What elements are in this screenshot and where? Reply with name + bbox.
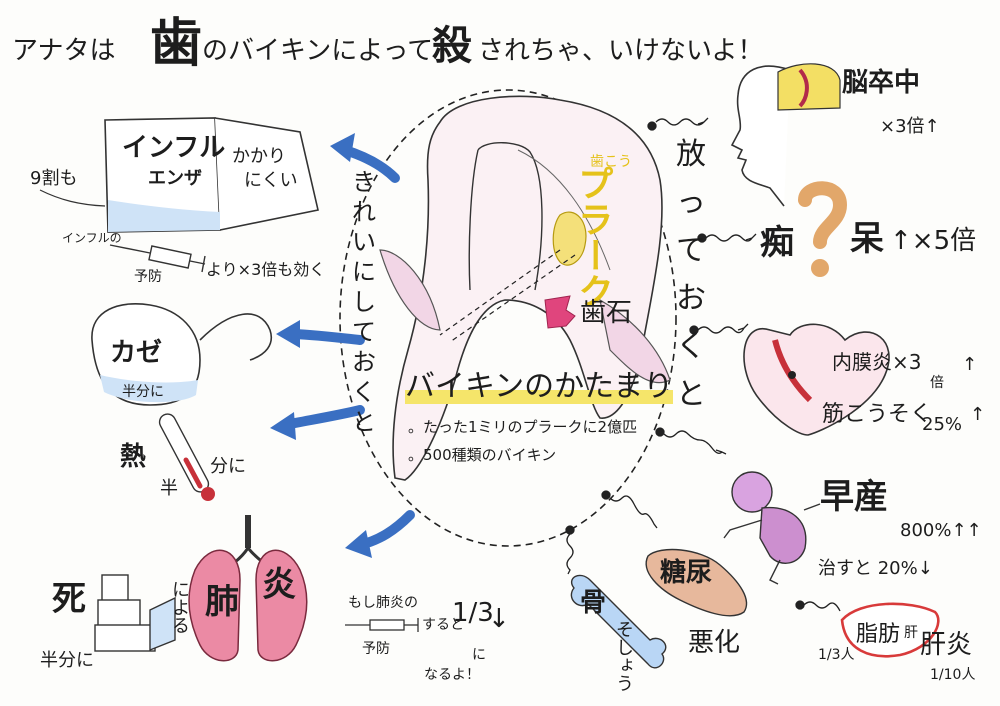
bacteria-label: バイキンのかたまり [405, 372, 673, 402]
rv-char: と [676, 380, 706, 410]
diabetes-worse: 悪化 [688, 630, 740, 656]
stairs-drawing [95, 575, 175, 651]
pneumonia-note-1: もし肺炎の [348, 596, 418, 610]
title-prefix: アナタは [12, 38, 115, 64]
bone-label-2: そしょう [614, 620, 632, 692]
fact-two: 。500種類のバイキン [408, 448, 556, 463]
lv-char: き [352, 170, 376, 194]
lung-left-label: 肺 [205, 585, 239, 619]
lv-char: れ [352, 200, 376, 224]
baby-drawing [724, 472, 820, 584]
rv-char: お [676, 284, 706, 314]
lv-char: い [352, 230, 376, 254]
liver-fat-small: 肝 [904, 626, 918, 640]
fever-half-1: 半 [160, 480, 178, 498]
dementia-label-2: 呆 [850, 222, 884, 256]
rv-char: て [676, 236, 706, 266]
premature-treat: 治すと 20%↓ [818, 560, 933, 578]
fever-half-2: 分に [210, 458, 246, 476]
lv-char: し [352, 290, 376, 314]
syringe-icon [110, 245, 205, 272]
hepatitis-label: 肝炎 [920, 632, 972, 658]
death-half: 半分に [40, 652, 94, 670]
rv-char: 放 [676, 140, 706, 170]
lv-char: お [352, 350, 376, 374]
lv-char: く [352, 380, 376, 404]
heart-line-1b: 倍 [930, 376, 944, 390]
liver-left-ratio: 1/3人 [818, 648, 855, 662]
bone-label-1: 骨 [580, 590, 606, 616]
premature-label: 早産 [820, 480, 888, 514]
liver-fat: 脂肪 [856, 624, 900, 646]
title-suffix: されちゃ、いけないよ！ [478, 38, 763, 64]
pneumonia-note-4: に [472, 648, 486, 662]
lv-char: に [352, 260, 376, 284]
stroke-label: 脳卒中 [842, 70, 920, 96]
right-vertical-phrase: 放 っ て お く と [676, 140, 706, 410]
cold-label: カゼ [110, 340, 162, 366]
influenza-percent: 9割も [30, 170, 77, 188]
syringe-icon-small [345, 618, 418, 632]
title-middle: のバイキンによって [202, 38, 433, 64]
left-vertical-phrase: き れ い に し て お く と [352, 170, 376, 434]
heart-line-1c: ↑ [962, 356, 977, 374]
calculus-label: 歯石 [580, 300, 632, 326]
plaque-label: プラーク [574, 165, 610, 309]
title-kill: 殺 [432, 26, 472, 66]
fact-one: 。たった1ミリのプラークに2億匹 [408, 420, 637, 435]
influenza-side-2: にくい [244, 172, 298, 190]
pneumonia-note-2: 予防 [362, 642, 390, 656]
title-tooth: 歯 [150, 18, 202, 70]
pneumonia-by: による [170, 580, 188, 634]
heart-line-2: 筋こうそく [822, 404, 932, 426]
influenza-vaccine-3: より×3倍も効く [206, 262, 325, 278]
premature-ratio: 800%↑↑ [900, 522, 982, 540]
fever-label: 熱 [120, 444, 146, 470]
influenza-side-1: かかり [232, 148, 286, 166]
pneumonia-down: ↓ [488, 606, 510, 632]
lv-char: て [352, 320, 376, 344]
dementia-ratio: ↑×5倍 [890, 228, 976, 254]
influenza-label-2: エンザ [148, 170, 202, 188]
heart-line-2b: 25% [922, 416, 962, 434]
lv-char: と [352, 410, 376, 434]
death-label: 死 [52, 582, 86, 616]
liver-right-ratio: 1/10人 [930, 668, 975, 682]
influenza-vaccine-2: 予防 [134, 270, 162, 284]
dementia-label-1: 痴 [760, 226, 794, 260]
pneumonia-note-5: なるよ！ [424, 668, 480, 682]
heart-line-1: 内膜炎×3 [832, 352, 921, 372]
influenza-vaccine-1: インフルの [62, 232, 122, 244]
stroke-ratio: ×3倍↑ [880, 118, 940, 136]
cold-half: 半分に [122, 385, 164, 399]
heart-line-2c: ↑ [970, 406, 985, 424]
diabetes-label: 糖尿 [660, 560, 712, 586]
question-mark-icon [805, 188, 840, 277]
rv-char: っ [676, 188, 706, 218]
lung-right-label: 炎 [262, 568, 296, 602]
rv-char: く [676, 332, 706, 362]
influenza-label-1: インフル [122, 135, 225, 161]
